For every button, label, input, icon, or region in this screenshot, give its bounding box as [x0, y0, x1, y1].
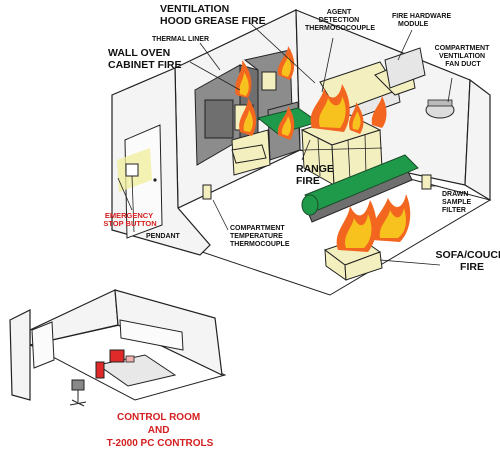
label-fire-hardware: FIRE HARDWARE MODULE	[392, 13, 453, 28]
label-control-room: CONTROL ROOM AND T-2000 PC CONTROLS	[107, 412, 214, 449]
emergency-stop-button	[125, 163, 139, 177]
control-room-window	[119, 319, 184, 351]
control-room-left-wall	[9, 309, 31, 401]
island-counter	[301, 154, 419, 223]
computer-monitor	[109, 349, 125, 363]
fire-hardware-module	[384, 47, 426, 89]
label-emergency-stop: EMERGENCY STOP BUTTON	[103, 211, 156, 228]
control-room	[9, 289, 227, 407]
label-compartment-temperature: COMPARTMENT TEMPERATURE THERMOCOUPLE	[230, 225, 290, 248]
control-room-door	[31, 321, 55, 369]
label-pendant: PENDANT	[146, 233, 181, 240]
label-ventilation: VENTILATION HOOD GREASE FIRE	[160, 3, 266, 27]
leader-lines	[117, 22, 453, 266]
drawn-sample-filter	[421, 174, 432, 190]
label-sofa-fire: SOFA/COUCH FIRE	[436, 249, 500, 273]
label-thermal-liner: THERMAL LINER	[152, 36, 209, 43]
label-drawn-sample: DRAWN SAMPLE FILTER	[442, 191, 473, 214]
flames	[235, 46, 411, 252]
right-side-wall	[464, 78, 491, 202]
label-wall-oven: WALL OVEN CABINET FIRE	[108, 47, 182, 71]
sink	[231, 144, 267, 164]
computer-tower	[95, 361, 105, 379]
office-chair	[69, 379, 87, 407]
label-range-fire: RANGE FIRE	[296, 163, 337, 187]
label-compartment-ventilation: COMPARTMENT VENTILATION FAN DUCT	[435, 45, 492, 68]
label-agent-detection: AGENT DETECTION THERMOCOCOUPLE	[305, 9, 375, 32]
labels: VENTILATION HOOD GREASE FIRE AGENT DETEC…	[103, 3, 500, 273]
compartment-thermocouple	[202, 184, 212, 200]
